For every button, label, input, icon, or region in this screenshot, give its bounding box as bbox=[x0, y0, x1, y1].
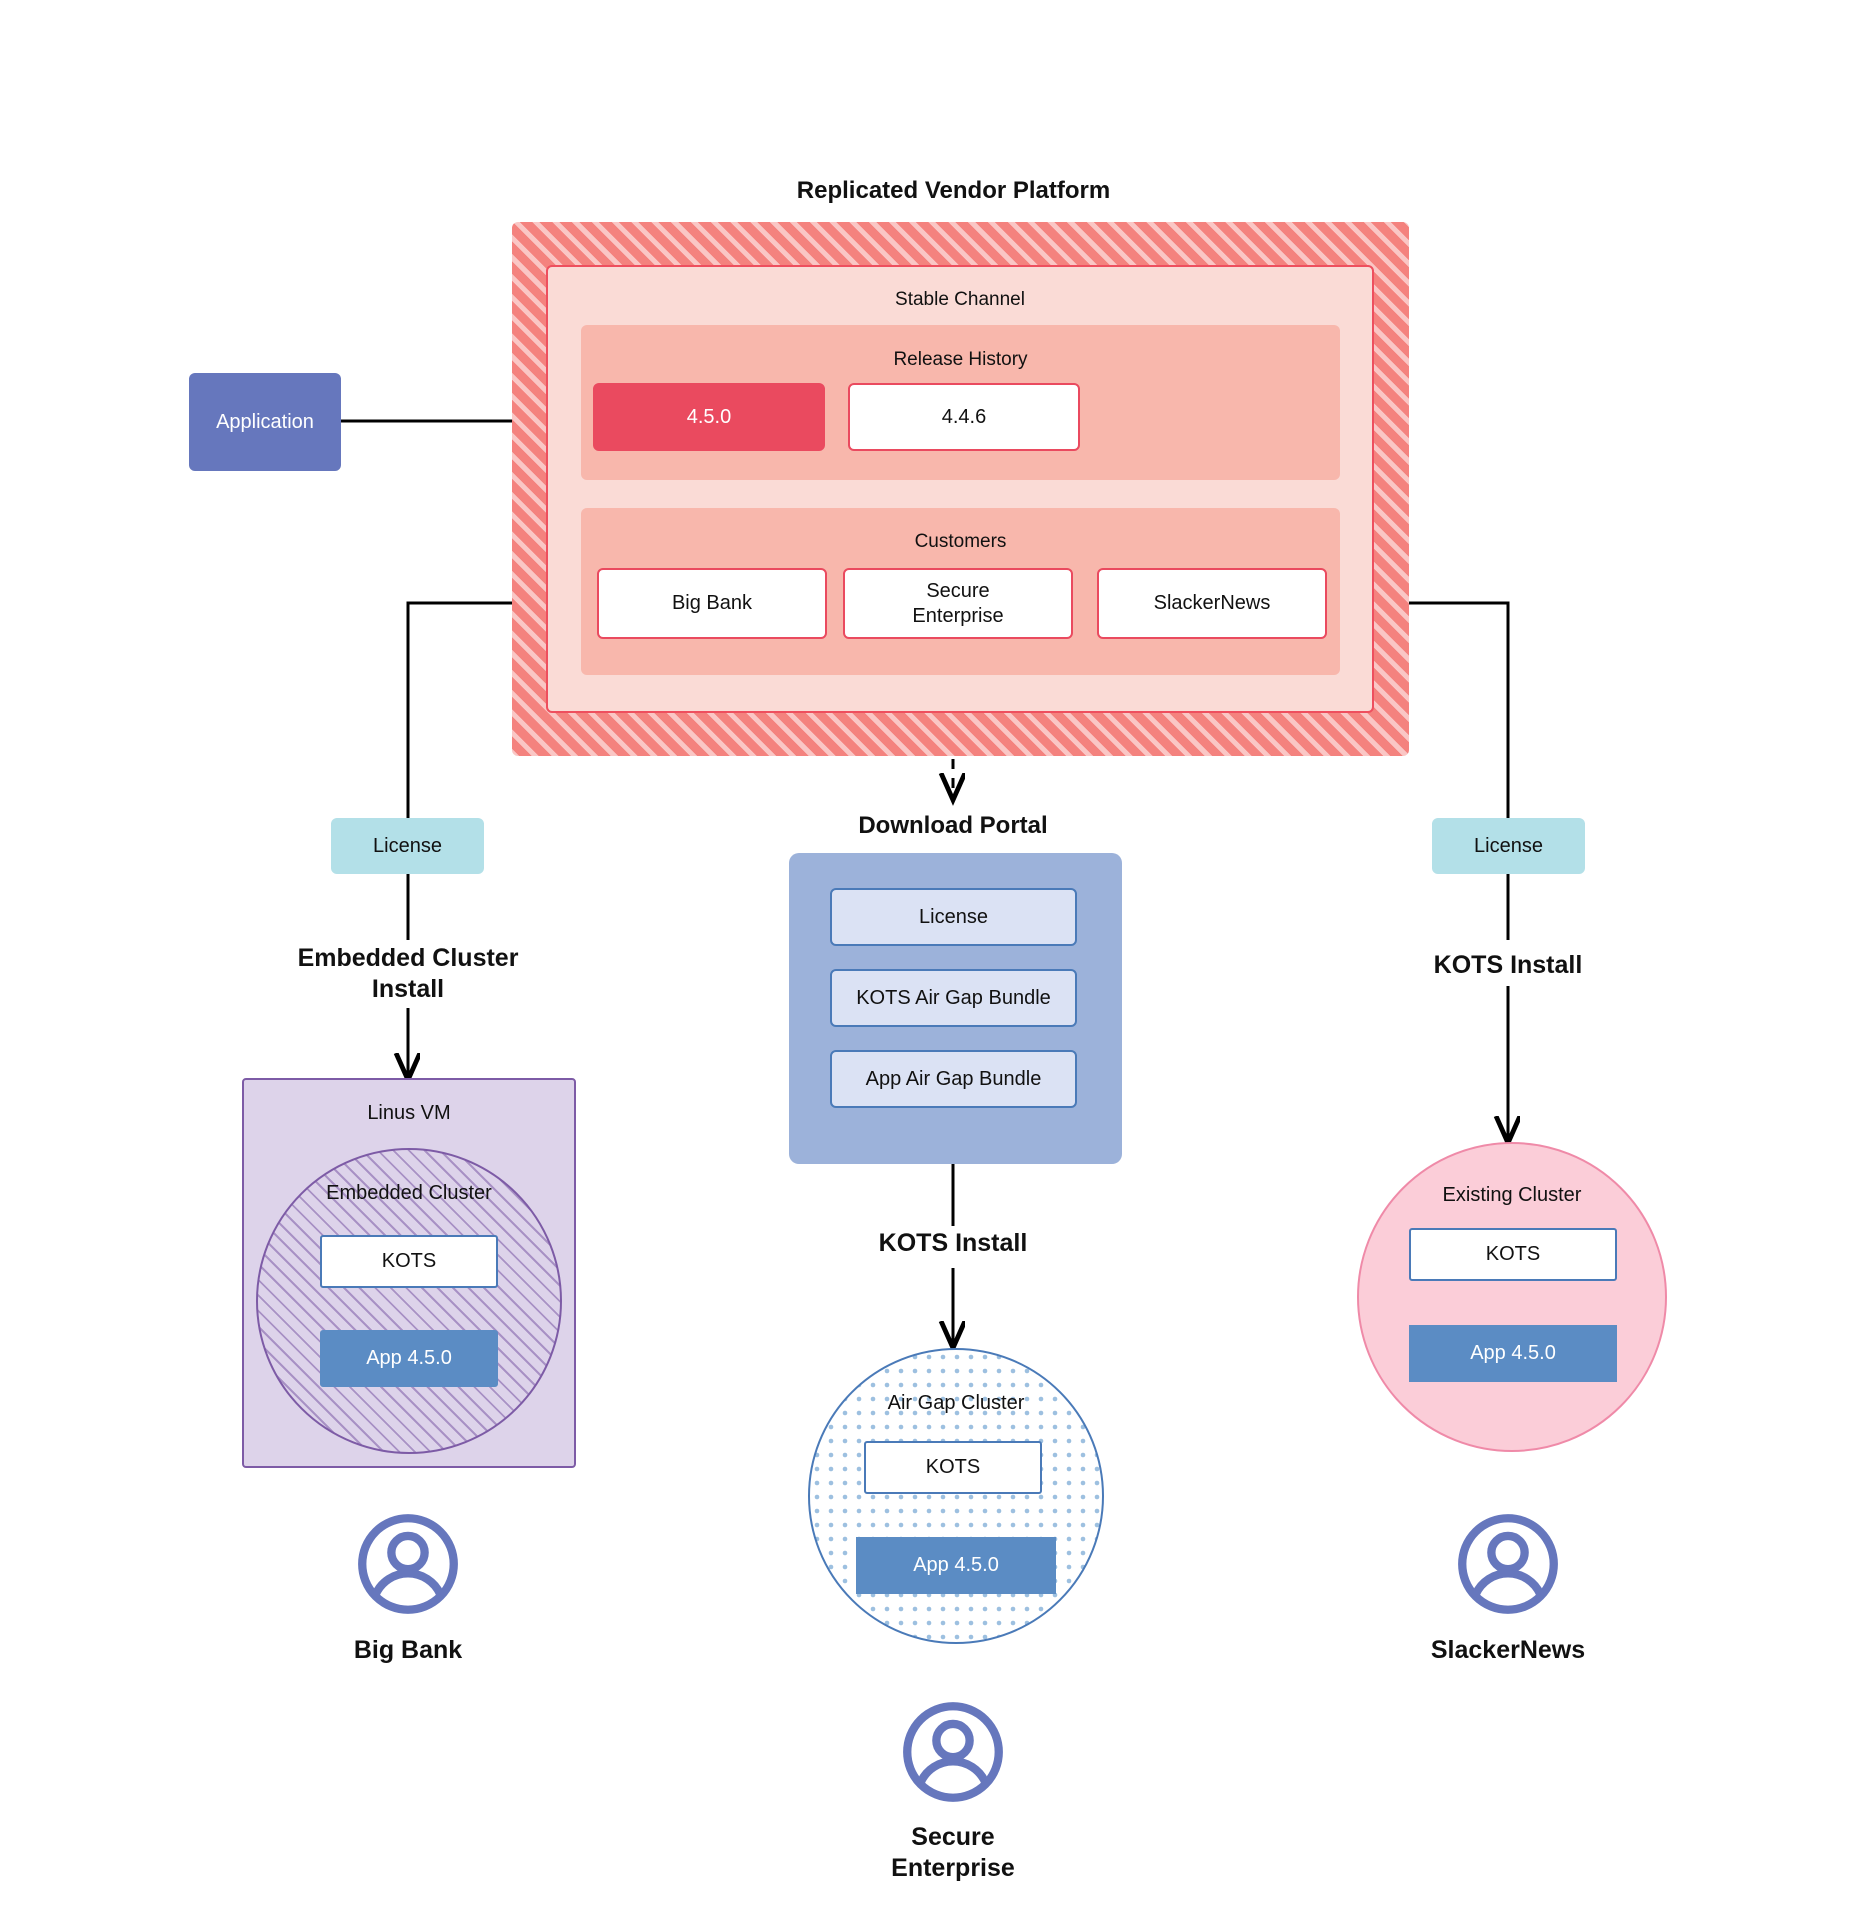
portal-item-app-air-gap-bundle[interactable]: App Air Gap Bundle bbox=[830, 1050, 1077, 1108]
existing-cluster-circle bbox=[1357, 1142, 1667, 1452]
existing-cluster-label: Existing Cluster bbox=[1442, 1183, 1582, 1206]
persona-label-slackernews: SlackerNews bbox=[1430, 1636, 1586, 1665]
customer-card-big-bank[interactable]: Big Bank bbox=[597, 568, 827, 639]
embedded-cluster-label: Embedded Cluster bbox=[326, 1181, 492, 1204]
app-box-left[interactable]: App 4.5.0 bbox=[320, 1330, 498, 1387]
release-card-current[interactable]: 4.5.0 bbox=[593, 383, 825, 451]
flow-label-center-kots-install: KOTS Install bbox=[878, 1229, 1028, 1258]
flow-label-embedded-cluster-install: Embedded Cluster Install bbox=[297, 943, 519, 1003]
kots-box-right[interactable]: KOTS bbox=[1409, 1228, 1617, 1281]
persona-label-big-bank: Big Bank bbox=[353, 1636, 463, 1665]
kots-box-center[interactable]: KOTS bbox=[864, 1441, 1042, 1494]
portal-item-kots-air-gap-bundle[interactable]: KOTS Air Gap Bundle bbox=[830, 969, 1077, 1027]
app-box-right[interactable]: App 4.5.0 bbox=[1409, 1325, 1617, 1382]
customer-card-slackernews[interactable]: SlackerNews bbox=[1097, 568, 1327, 639]
air-gap-cluster-circle bbox=[808, 1348, 1104, 1644]
stable-channel-label: Stable Channel bbox=[895, 289, 1025, 311]
page-title: Replicated Vendor Platform bbox=[796, 177, 1111, 204]
license-chip-right[interactable]: License bbox=[1432, 818, 1585, 874]
release-history-label: Release History bbox=[893, 349, 1028, 371]
air-gap-cluster-label: Air Gap Cluster bbox=[887, 1391, 1025, 1414]
flow-label-right-kots-install: KOTS Install bbox=[1433, 951, 1583, 980]
app-box-center[interactable]: App 4.5.0 bbox=[856, 1537, 1056, 1594]
embedded-cluster-circle bbox=[256, 1148, 562, 1454]
portal-item-license[interactable]: License bbox=[830, 888, 1077, 946]
release-card-previous[interactable]: 4.4.6 bbox=[848, 383, 1080, 451]
license-chip-left[interactable]: License bbox=[331, 818, 484, 874]
persona-avatar-big-bank bbox=[356, 1512, 460, 1616]
customer-card-secure-enterprise[interactable]: Secure Enterprise bbox=[843, 568, 1073, 639]
linus-vm-label: Linus VM bbox=[367, 1101, 451, 1124]
persona-avatar-secure-enterprise bbox=[901, 1700, 1005, 1804]
persona-avatar-slackernews bbox=[1456, 1512, 1560, 1616]
persona-label-secure-enterprise: Secure Enterprise bbox=[891, 1822, 1015, 1882]
application-chip[interactable]: Application bbox=[189, 373, 341, 471]
customers-label: Customers bbox=[914, 531, 1007, 553]
download-portal-title: Download Portal bbox=[858, 812, 1048, 839]
kots-box-left[interactable]: KOTS bbox=[320, 1235, 498, 1288]
